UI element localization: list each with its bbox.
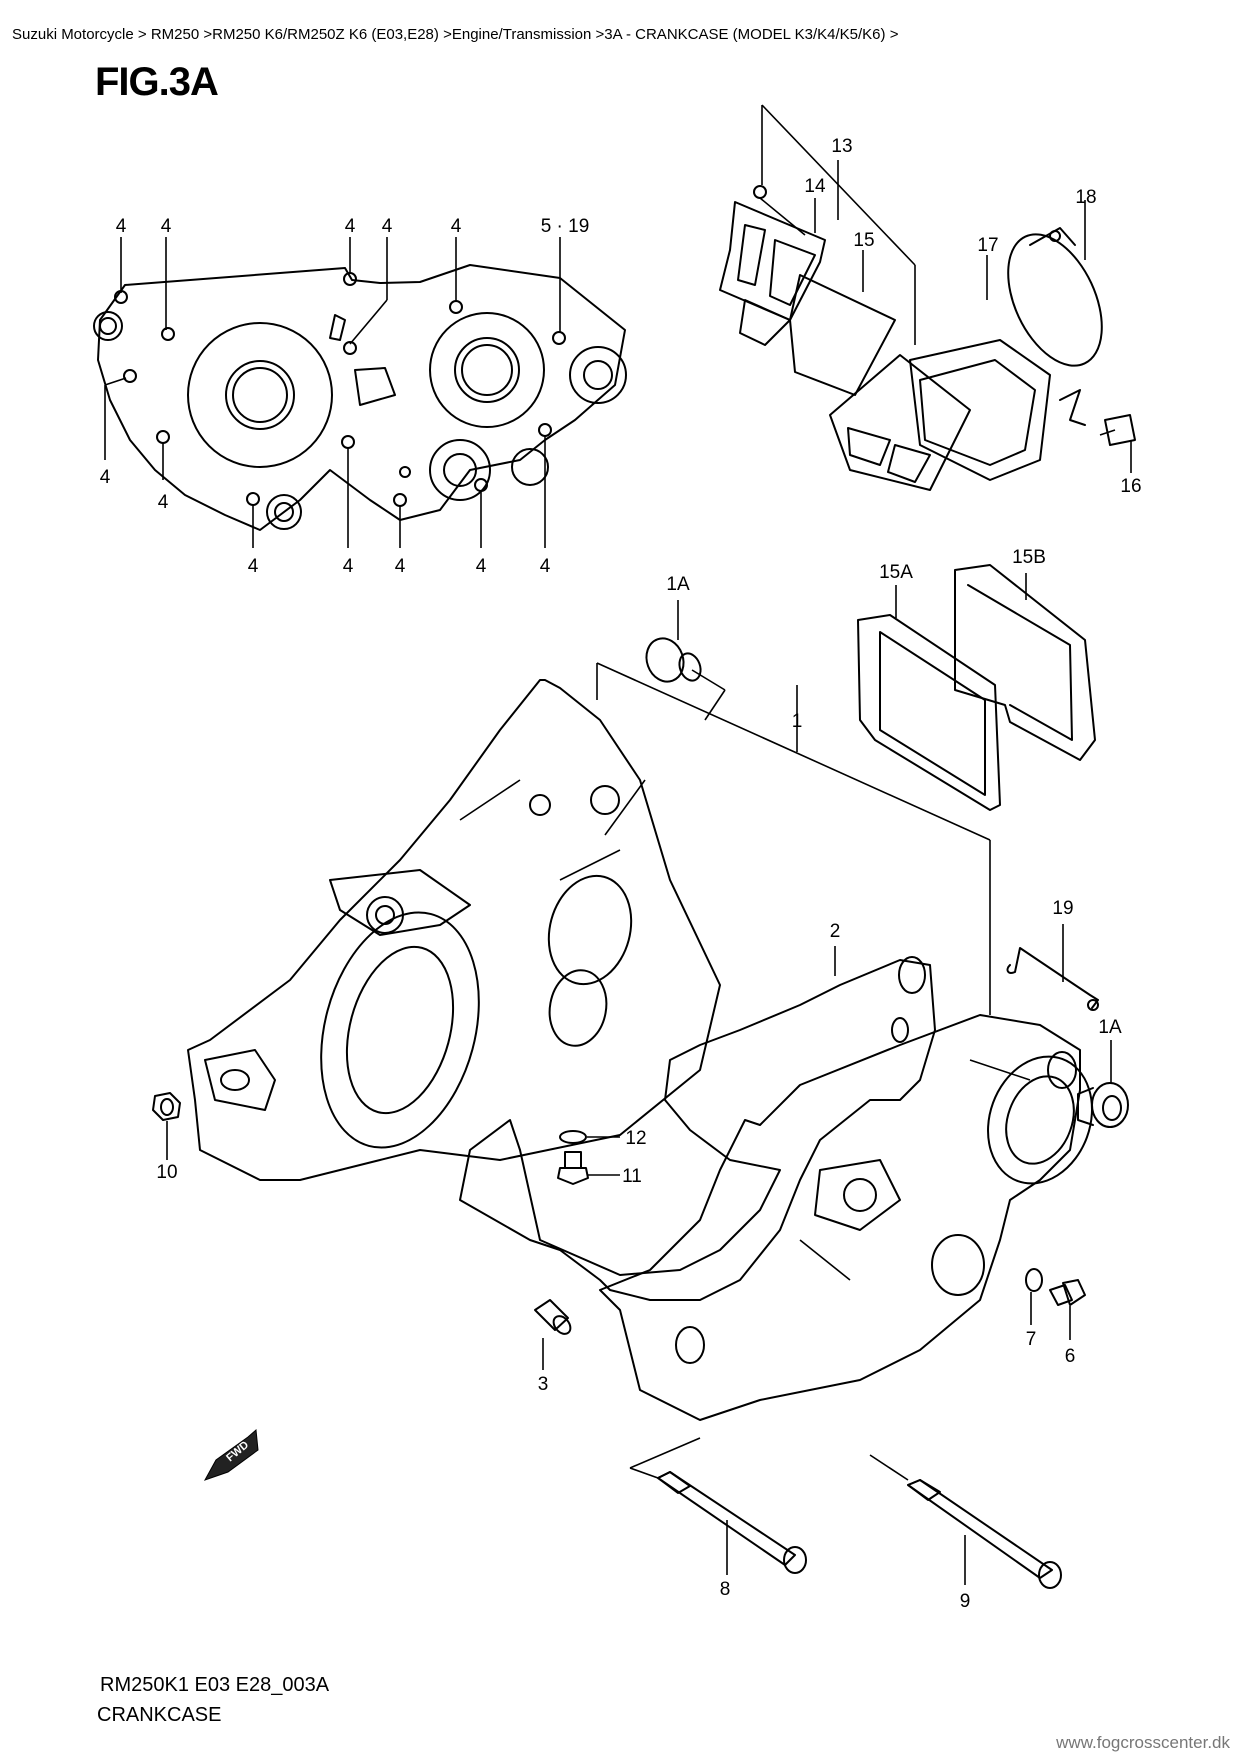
bushing-1a-right	[1077, 1040, 1129, 1128]
callout-label-12: 12	[625, 1128, 646, 1149]
callout-label: 4	[451, 216, 462, 237]
callout-label-16: 16	[1120, 476, 1141, 497]
callout-label-13: 13	[831, 136, 852, 157]
callout-label-7: 7	[1026, 1329, 1037, 1350]
callout-label-14: 14	[804, 176, 826, 197]
reed-valve-assembly	[719, 185, 1136, 491]
callout-label-19: 19	[1052, 898, 1073, 919]
callout-label: 4	[100, 467, 111, 488]
callout-label-15: 15	[853, 230, 874, 251]
callout-label: 4	[343, 556, 354, 577]
long-bolt-8	[629, 1437, 807, 1575]
dowel-pin-3	[534, 1299, 572, 1370]
callout-label-3: 3	[538, 1374, 549, 1395]
callout-leaders-4	[104, 237, 561, 548]
reed-valve-labels: 13 14 15 17 18 16	[804, 136, 1141, 497]
callout-label-1a-right: 1A	[1098, 1017, 1122, 1038]
nut-10	[152, 1092, 181, 1160]
figure-code: RM250K1 E03 E28_003A	[100, 1674, 330, 1696]
breadcrumb-item-rm250[interactable]: RM250	[150, 26, 200, 43]
long-bolt-9	[869, 1454, 1062, 1589]
callout-label-15a: 15A	[879, 562, 913, 583]
callout-label-9: 9	[960, 1591, 971, 1612]
callout-label: 4	[476, 556, 487, 577]
callout-label-2: 2	[830, 921, 841, 942]
callout-label: 4	[158, 492, 169, 513]
callout-label-1: 1	[792, 711, 803, 732]
callout-label-10: 10	[156, 1162, 177, 1183]
callout-labels-4: 4 4 4 4 4 4 4 4 4 4 4 4 5 · 19	[100, 216, 590, 577]
washer-7	[1025, 1268, 1043, 1325]
breather-clip-19	[1006, 924, 1099, 1011]
callout-label-17: 17	[977, 235, 998, 256]
gasket-leaders	[895, 573, 1027, 618]
breadcrumb-separator: >	[137, 26, 147, 43]
callout-label: 4	[248, 556, 259, 577]
reed-gaskets	[857, 564, 1096, 811]
bolt-11	[557, 1151, 620, 1185]
crankcase-gasket	[459, 946, 936, 1301]
callout-label-1a-top: 1A	[666, 574, 690, 595]
figure-name: CRANKCASE	[97, 1704, 222, 1726]
bolt-6	[1049, 1279, 1086, 1340]
breadcrumb-item-engine-transmission[interactable]: Engine/Transmission	[451, 26, 592, 43]
callout-label: 4	[382, 216, 393, 237]
reed-valve-leaders	[761, 104, 1132, 473]
callout-label: 4	[116, 216, 127, 237]
washer-12	[559, 1130, 620, 1144]
callout-label-18: 18	[1075, 187, 1096, 208]
bolt-holes	[114, 272, 566, 507]
callout-label-6: 6	[1065, 1346, 1076, 1367]
crankcase-left-half	[187, 679, 721, 1181]
callout-label: 4	[395, 556, 406, 577]
callout-label-5-19: 5 · 19	[541, 216, 590, 237]
breadcrumb-item-crankcase[interactable]: 3A - CRANKCASE (MODEL K3/K4/K5/K6)	[604, 26, 886, 43]
breadcrumb-separator: >	[443, 26, 452, 43]
callout-leaders-1	[596, 662, 991, 1015]
breadcrumb-separator: >	[595, 26, 605, 43]
crankcase-right-half	[599, 1014, 1093, 1421]
crankcase-side-view	[93, 264, 627, 531]
callout-label-15b: 15B	[1012, 547, 1046, 568]
breadcrumb: Suzuki Motorcycle > RM250 >RM250 K6/RM25…	[12, 26, 898, 43]
fwd-arrow-icon: FWD	[203, 1428, 259, 1481]
bushing-1a-top	[645, 600, 726, 721]
callout-label: 4	[161, 216, 172, 237]
callout-label: 4	[540, 556, 551, 577]
callout-label: 4	[345, 216, 356, 237]
callout-label-11: 11	[622, 1166, 642, 1187]
watermark: www.fogcrosscenter.dk	[1056, 1733, 1230, 1752]
figure-title: FIG.3A	[95, 60, 219, 104]
breadcrumb-separator: >	[889, 26, 899, 43]
breadcrumb-item-suzuki-motorcycle[interactable]: Suzuki Motorcycle	[12, 26, 134, 43]
breadcrumb-separator: >	[203, 26, 213, 43]
breadcrumb-item-model[interactable]: RM250 K6/RM250Z K6 (E03,E28)	[212, 26, 439, 43]
callout-label-8: 8	[720, 1579, 731, 1600]
